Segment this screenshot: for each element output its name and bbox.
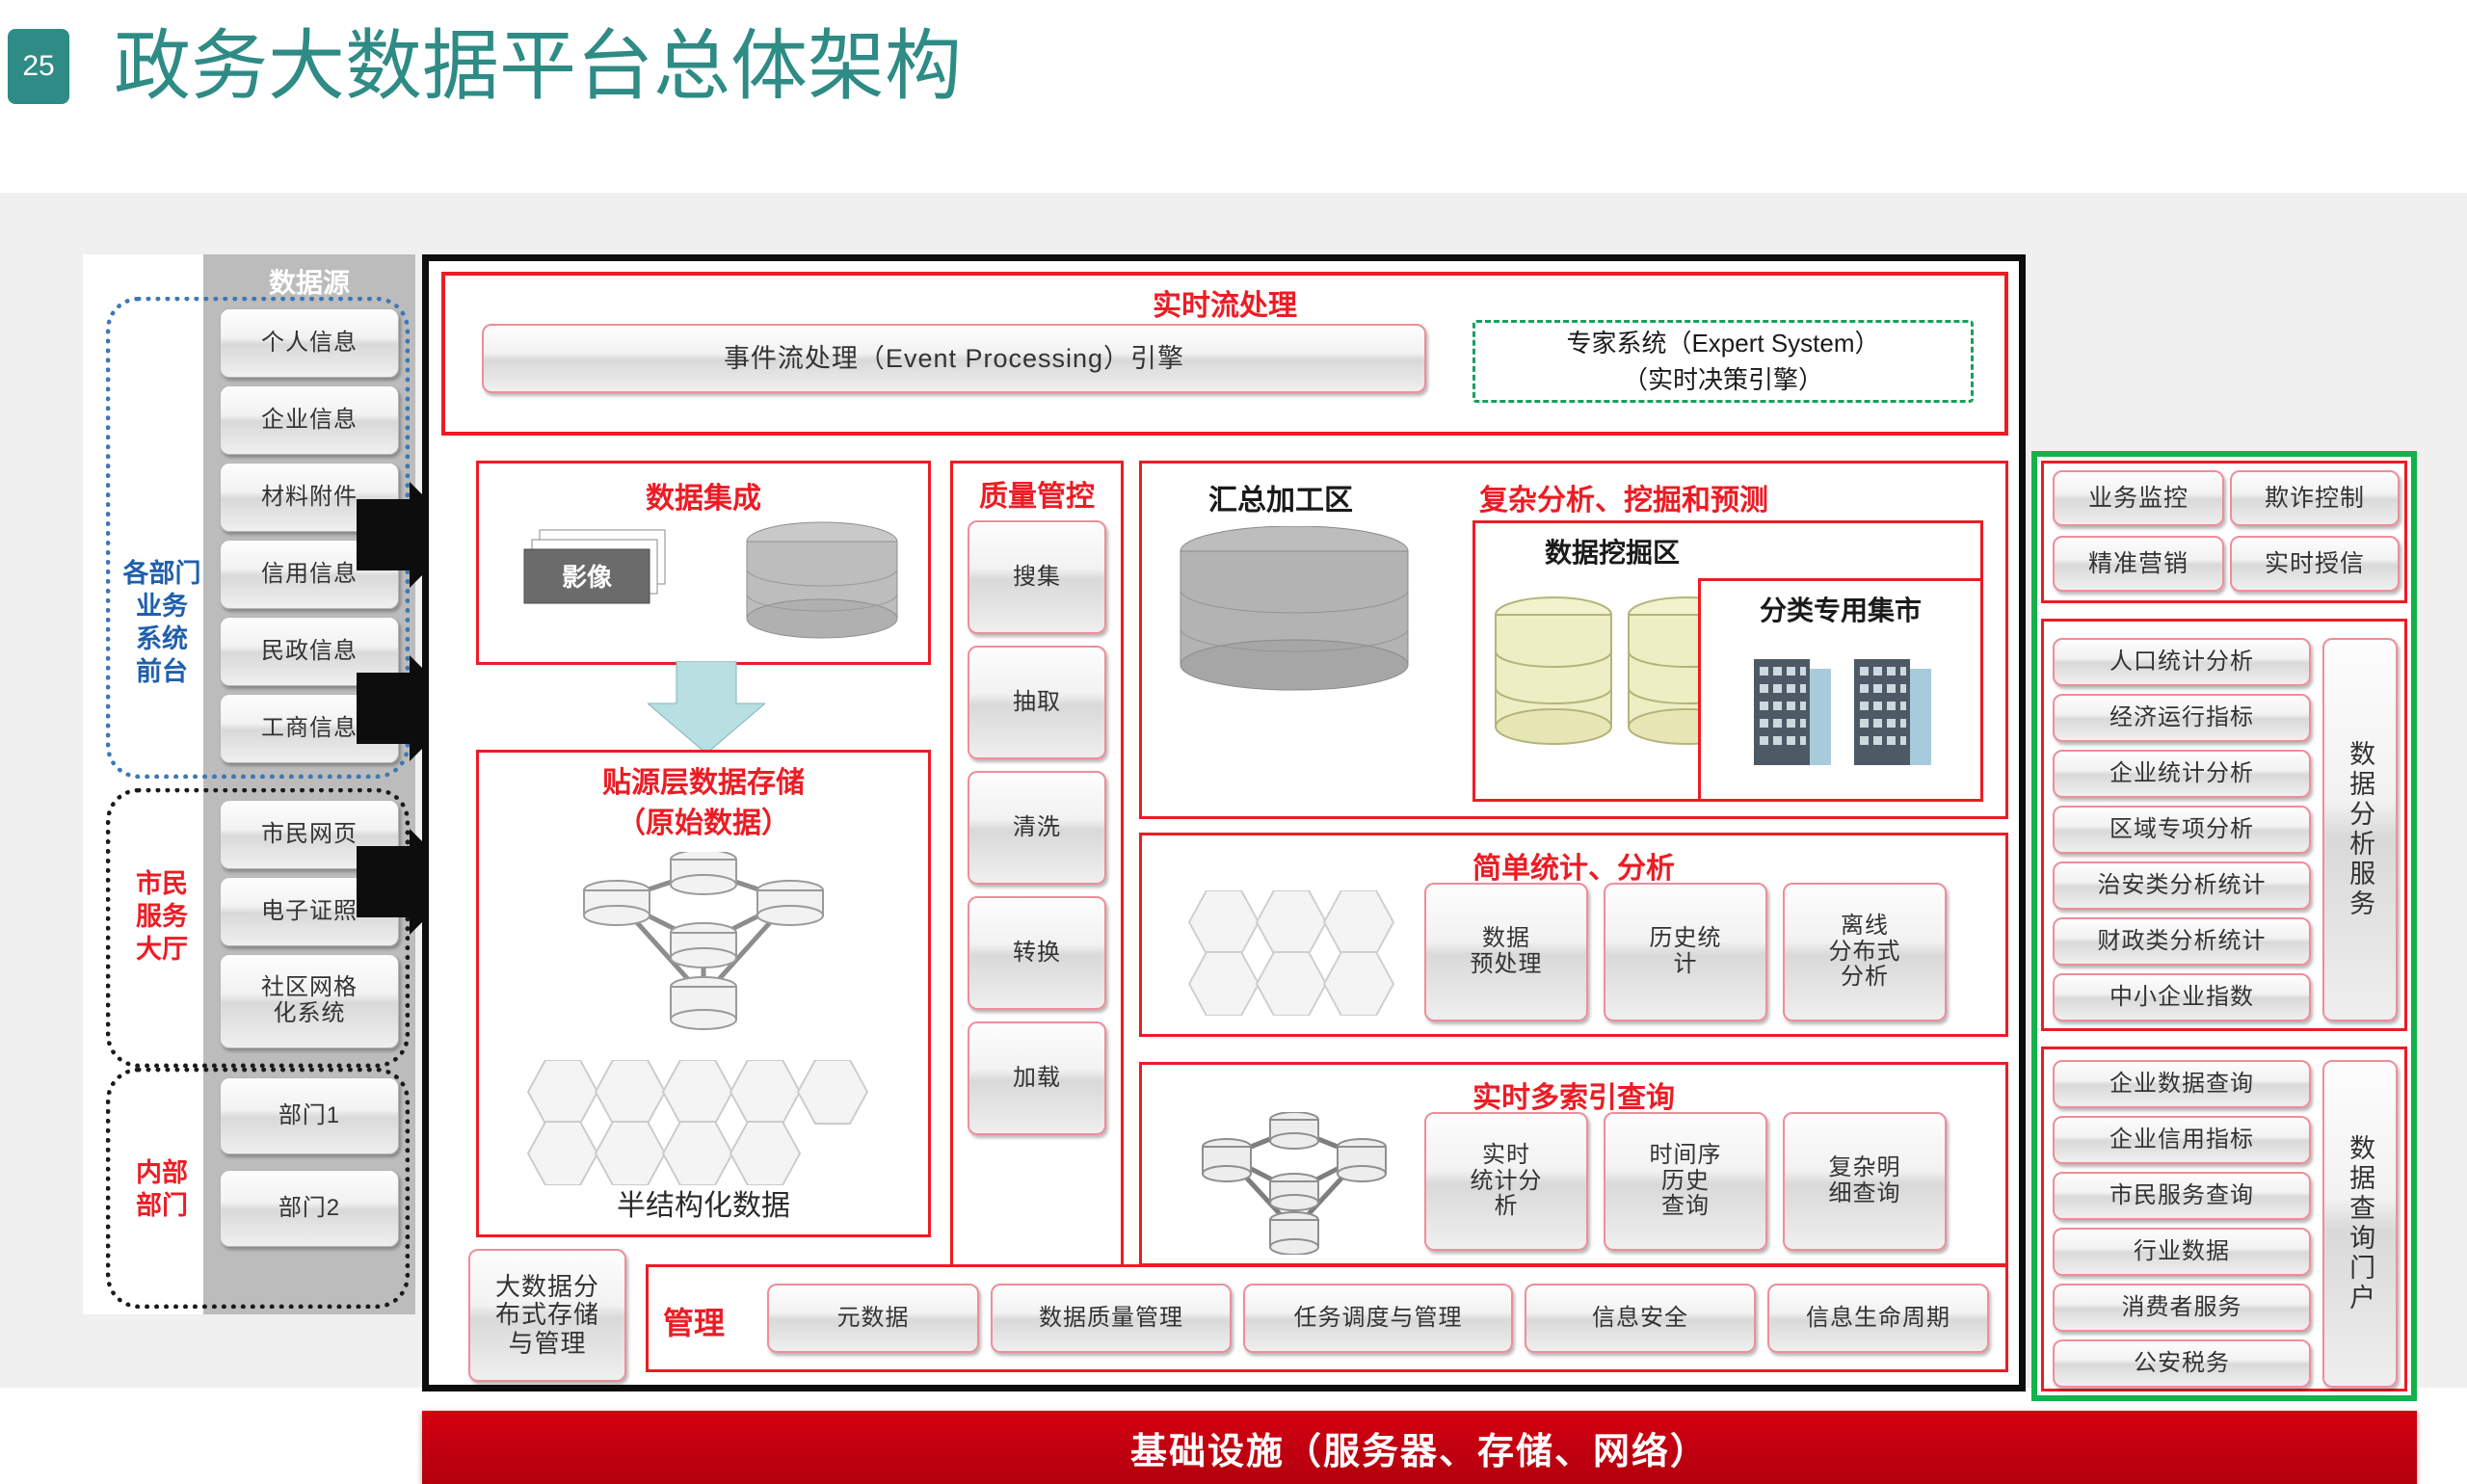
group-label-line: 业务 xyxy=(136,592,188,621)
query-portal-item-industry-data[interactable]: 行业数据 xyxy=(2053,1228,2311,1276)
source-item-community-grid-system[interactable]: 社区网格 化系统 xyxy=(220,954,399,1048)
classified-mart-label: 分类专用集市 xyxy=(1759,596,1922,625)
simple-stat-item-history-stats[interactable]: 历史统 计 xyxy=(1604,883,1767,1021)
group-label-line: 系统 xyxy=(136,624,188,653)
realtime-query-item-timeseries-history[interactable]: 时间序 历史 查询 xyxy=(1604,1112,1767,1251)
analysis-service-item-enterprise[interactable]: 企业统计分析 xyxy=(2053,750,2311,798)
management-item-data-quality[interactable]: 数据质量管理 xyxy=(991,1284,1232,1353)
simple-stat-item-preprocessing[interactable]: 数据 预处理 xyxy=(1424,883,1588,1021)
source-item-credit-info[interactable]: 信用信息 xyxy=(220,540,399,609)
management-item-information-lifecycle[interactable]: 信息生命周期 xyxy=(1767,1284,1989,1353)
summary-zone-cylinder-icon xyxy=(1180,526,1409,691)
analysis-service-item-regional[interactable]: 区域专项分析 xyxy=(2053,806,2311,854)
svg-text:影像: 影像 xyxy=(562,563,613,592)
page-number-badge: 25 xyxy=(8,29,69,104)
data-mart-building-icon xyxy=(1754,659,1931,765)
hexagon-cluster-icon xyxy=(1187,890,1395,1016)
group-label-line: 各部门 xyxy=(122,559,201,588)
data-mining-zone-label: 数据挖掘区 xyxy=(1544,538,1680,568)
analysis-service-item-fiscal[interactable]: 财政类分析统计 xyxy=(2053,917,2311,966)
realtime-query-item-complex-detail[interactable]: 复杂明 细查询 xyxy=(1783,1112,1947,1251)
group-label-citizen-hall: 市民 服务 大厅 xyxy=(114,867,210,966)
down-arrow-icon xyxy=(648,661,765,754)
raw-data-storage-title: 贴源层数据存储 （原始数据） xyxy=(476,763,931,844)
complex-analysis-title: 复杂分析、挖掘和预测 xyxy=(1479,485,1768,517)
source-item-material-attachment[interactable]: 材料附件 xyxy=(220,463,399,532)
summary-zone-label: 汇总加工区 xyxy=(1208,485,1353,517)
management-item-information-security[interactable]: 信息安全 xyxy=(1525,1284,1756,1353)
architecture-diagram: 数据源 各部门 业务 系统 前台 市民 服务 大厅 内部 部门 个人信息 企业信… xyxy=(0,193,2467,1484)
source-item-department-2[interactable]: 部门2 xyxy=(220,1170,399,1247)
group-outline-citizen-hall xyxy=(106,788,410,1068)
group-label-line: 服务 xyxy=(136,902,188,931)
realtime-query-item-realtime-stats[interactable]: 实时 统计分 析 xyxy=(1424,1112,1588,1251)
quality-item-load[interactable]: 加载 xyxy=(968,1021,1106,1135)
data-query-portal-vertical-label[interactable]: 数据查询门户 xyxy=(2322,1060,2398,1388)
left-white-backing xyxy=(83,254,203,1314)
database-cylinder-icon xyxy=(746,521,898,639)
group-outline-internal-dept xyxy=(106,1068,410,1309)
analysis-service-item-economic[interactable]: 经济运行指标 xyxy=(2053,694,2311,742)
image-stack-icon: 影像 xyxy=(523,529,666,604)
group-label-line: 市民 xyxy=(136,869,188,898)
group-label-internal-dept: 内部 部门 xyxy=(114,1156,210,1222)
semi-structured-data-caption: 半结构化数据 xyxy=(617,1190,790,1222)
distributed-database-cluster-icon xyxy=(583,852,824,1030)
quality-control-title: 质量管控 xyxy=(979,481,1095,513)
source-item-enterprise-info[interactable]: 企业信息 xyxy=(220,385,399,455)
quality-item-transform[interactable]: 转换 xyxy=(968,896,1106,1010)
group-label-line: 部门 xyxy=(136,1191,188,1220)
app-item-realtime-credit[interactable]: 实时授信 xyxy=(2230,536,2400,592)
query-portal-item-police-tax[interactable]: 公安税务 xyxy=(2053,1339,2311,1388)
infrastructure-bar: 基础设施（服务器、存储、网络） xyxy=(422,1411,2417,1484)
diagram-canvas: 数据源 各部门 业务 系统 前台 市民 服务 大厅 内部 部门 个人信息 企业信… xyxy=(0,193,2467,1484)
expert-system-line-2: （实时决策引擎） xyxy=(1622,365,1823,394)
group-label-departments: 各部门 业务 系统 前台 xyxy=(114,557,210,688)
simple-stat-item-offline-distributed[interactable]: 离线 分布式 分析 xyxy=(1783,883,1947,1021)
stream-processing-title: 实时流处理 xyxy=(1153,290,1297,322)
raw-storage-title-line-2: （原始数据） xyxy=(617,808,790,839)
analysis-service-item-public-security[interactable]: 治安类分析统计 xyxy=(2053,861,2311,910)
expert-system-box: 专家系统（Expert System） （实时决策引擎） xyxy=(1472,320,1974,403)
query-portal-item-consumer-service[interactable]: 消费者服务 xyxy=(2053,1284,2311,1332)
source-item-department-1[interactable]: 部门1 xyxy=(220,1077,399,1154)
data-integration-title: 数据集成 xyxy=(646,483,761,515)
semi-structured-hex-mesh-icon xyxy=(526,1060,869,1185)
source-item-personal-info[interactable]: 个人信息 xyxy=(220,308,399,378)
bigdata-distributed-storage-label[interactable]: 大数据分 布式存储 与管理 xyxy=(468,1249,626,1382)
group-label-line: 大厅 xyxy=(136,935,188,964)
page-title: 政务大数据平台总体架构 xyxy=(114,23,962,109)
analysis-service-item-population[interactable]: 人口统计分析 xyxy=(2053,638,2311,686)
data-analysis-service-vertical-label[interactable]: 数据分析服务 xyxy=(2322,638,2398,1021)
group-label-line: 前台 xyxy=(136,657,188,686)
quality-item-extract[interactable]: 抽取 xyxy=(968,646,1106,759)
query-portal-item-citizen-service[interactable]: 市民服务查询 xyxy=(2053,1172,2311,1220)
app-item-fraud-control[interactable]: 欺诈控制 xyxy=(2230,470,2400,526)
slide-header: 25 政务大数据平台总体架构 xyxy=(0,0,2467,173)
raw-storage-title-line-1: 贴源层数据存储 xyxy=(602,767,805,799)
management-item-metadata[interactable]: 元数据 xyxy=(767,1284,979,1353)
app-item-precision-marketing[interactable]: 精准营销 xyxy=(2053,536,2224,592)
event-processing-engine-button[interactable]: 事件流处理（Event Processing）引擎 xyxy=(482,324,1426,393)
group-label-line: 内部 xyxy=(136,1158,188,1187)
quality-item-clean[interactable]: 清洗 xyxy=(968,771,1106,885)
query-portal-item-enterprise-credit[interactable]: 企业信用指标 xyxy=(2053,1116,2311,1164)
classified-mart-box xyxy=(1698,578,1983,802)
expert-system-line-1: 专家系统（Expert System） xyxy=(1566,329,1880,358)
source-column-header: 数据源 xyxy=(268,268,350,298)
query-portal-item-enterprise-data[interactable]: 企业数据查询 xyxy=(2053,1060,2311,1108)
analysis-service-item-sme-index[interactable]: 中小企业指数 xyxy=(2053,973,2311,1021)
indexed-cluster-icon xyxy=(1202,1112,1387,1255)
management-label: 管理 xyxy=(663,1306,726,1340)
simple-statistics-title: 简单统计、分析 xyxy=(1472,853,1675,885)
management-item-task-scheduling[interactable]: 任务调度与管理 xyxy=(1243,1284,1513,1353)
quality-item-collect[interactable]: 搜集 xyxy=(968,520,1106,634)
app-item-business-monitoring[interactable]: 业务监控 xyxy=(2053,470,2224,526)
realtime-query-title: 实时多索引查询 xyxy=(1472,1082,1675,1114)
